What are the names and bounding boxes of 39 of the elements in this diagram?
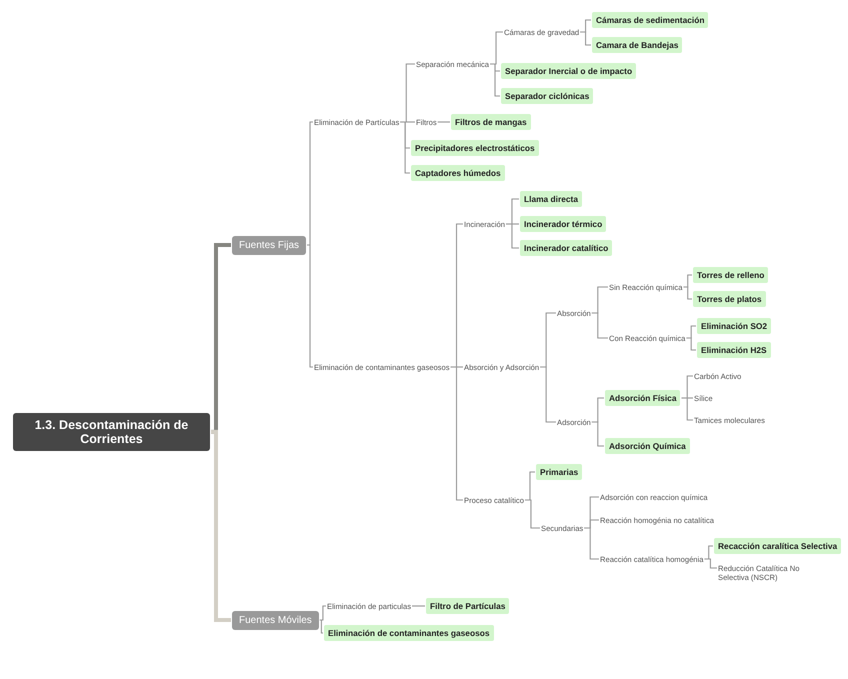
leaf-topic-box: Precipitadores electrostáticos <box>411 140 539 156</box>
leaf-topic-box: Separador Inercial o de impacto <box>501 63 636 79</box>
leaf-topic-box: Adsorción Física <box>605 390 680 406</box>
connector-line <box>320 619 323 634</box>
connector-line <box>307 244 313 368</box>
leaf-topic-box: Cámaras de sedimentación <box>592 12 708 28</box>
connector-line <box>320 605 326 621</box>
connector-line <box>704 558 717 569</box>
branch-topic-box: Fuentes Móviles <box>232 610 319 630</box>
leaf-topic-box: Separador ciclónicas <box>501 88 594 104</box>
leaf-topic-box: Primarias <box>536 464 582 480</box>
leaf-topic-box: Recacción caralítica Selectiva <box>714 538 842 554</box>
leaf-topic-box: Filtro de Partículas <box>426 598 510 614</box>
leaf-topic-box: Adsorción Química <box>605 438 690 454</box>
leaf-topic-box: Camara de Bandejas <box>592 37 682 53</box>
connector-line <box>580 31 591 46</box>
connector-line <box>490 63 500 97</box>
connector-line <box>211 430 231 622</box>
leaf-topic-box: Torres de relleno <box>693 267 768 283</box>
connector-line <box>438 121 450 123</box>
connector-line <box>681 397 693 421</box>
connector-line <box>683 286 692 300</box>
leaf-topic-box: Incinerador térmico <box>520 216 606 232</box>
leaf-topic-box: Filtros de mangas <box>451 114 531 130</box>
connector-line <box>506 223 519 249</box>
connector-line <box>686 337 696 351</box>
leaf-topic-box: Llama directa <box>520 191 582 207</box>
leaf-topic-box: Incinerador catalítico <box>520 240 612 256</box>
connector-line <box>592 421 604 447</box>
leaf-topic-box: Captadores húmedos <box>411 165 505 181</box>
central-topic-box: 1.3. Descontaminación de Corrientes <box>13 412 210 452</box>
leaf-topic-box: Torres de platos <box>693 291 766 307</box>
leaf-topic-box: Eliminación H2S <box>697 342 771 358</box>
leaf-topic-box: Eliminación SO2 <box>697 318 772 334</box>
leaf-topic-box: Eliminación de contaminantes gaseosos <box>324 625 494 641</box>
branch-topic-box: Fuentes Fijas <box>232 236 306 254</box>
connector-line <box>412 605 425 607</box>
connector-line <box>307 121 313 246</box>
connector-line <box>400 121 410 174</box>
